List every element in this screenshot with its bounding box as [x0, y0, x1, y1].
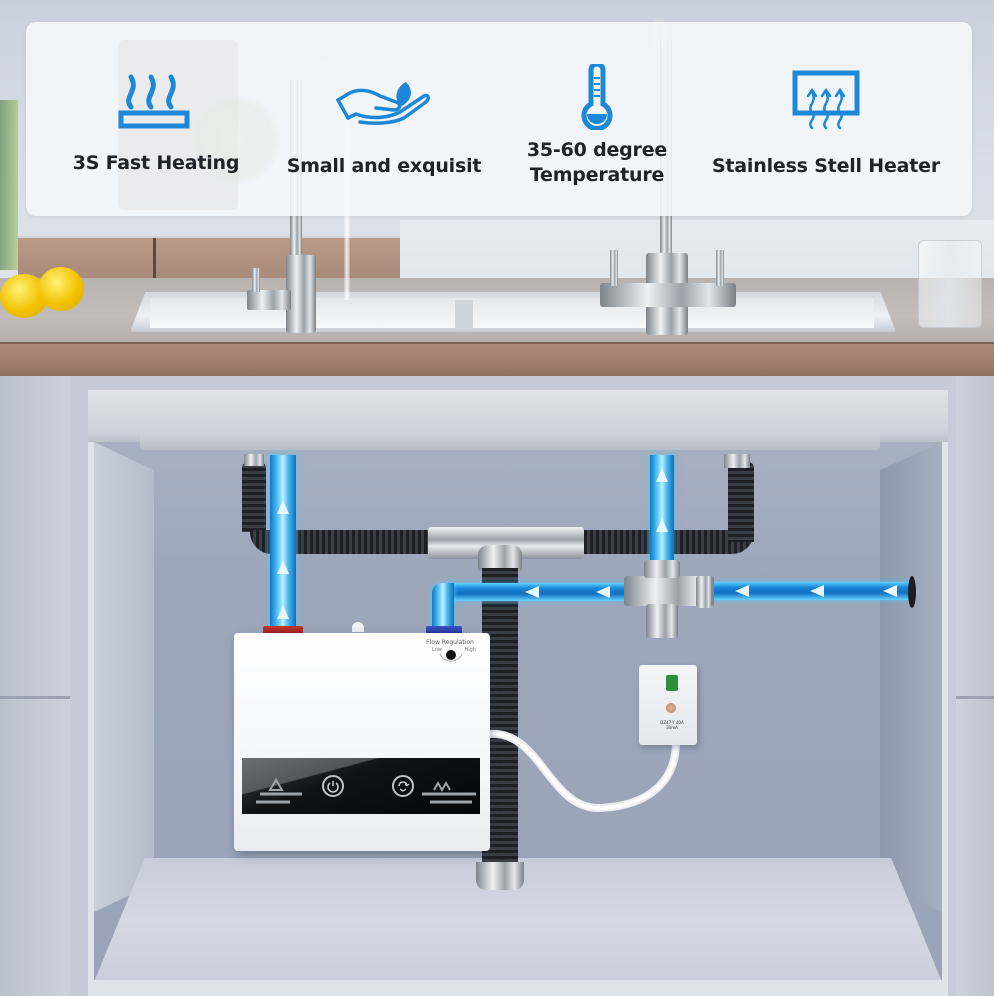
cabinet-door-left	[0, 376, 70, 996]
leakage-protection-socket: DZ47-Y 40A 30mA	[639, 665, 697, 745]
flow-arrow-left	[525, 586, 539, 598]
feature-label-line1: 35-60 degree	[526, 139, 668, 161]
flow-arrow-left	[596, 586, 610, 598]
flow-arrow-up	[277, 500, 289, 514]
drain-hose-right-vertical	[728, 462, 754, 542]
water-level-indicator-icon	[422, 780, 476, 804]
socket-switch[interactable]	[666, 675, 678, 691]
sink-divider	[455, 300, 473, 330]
feature-temperature: 35-60 degree Temperature	[522, 22, 672, 216]
cycle-icon	[398, 781, 410, 792]
power-icon	[327, 781, 339, 793]
faucet-left-lever	[252, 268, 260, 292]
faucet-right-crossbar	[600, 283, 736, 307]
socket-test-button[interactable]	[666, 703, 676, 713]
feature-label: 3S Fast Heating	[72, 152, 240, 174]
cold-water-elbow	[432, 583, 454, 635]
mode-button[interactable]	[392, 775, 414, 797]
flow-dial-arc	[439, 653, 463, 662]
drain-floor-collar	[476, 862, 524, 890]
countertop-edge	[0, 342, 994, 378]
flow-high-label: High	[464, 647, 477, 653]
sink-underside	[140, 432, 880, 450]
angle-valve-nut-bottom	[646, 604, 678, 638]
cabinet-bottom-rail	[88, 980, 948, 996]
thermometer-icon	[581, 64, 613, 130]
socket-rating-label: DZ47-Y 40A 30mA	[660, 720, 684, 730]
flow-arrow-up	[656, 468, 668, 482]
flow-arrow-up	[656, 518, 668, 532]
cabinet-door-right	[956, 376, 994, 996]
feature-stainless-heater: Stainless Stell Heater	[706, 22, 946, 216]
control-panel	[242, 758, 480, 814]
power-cable	[486, 729, 680, 813]
feature-label-line2: Temperature	[529, 164, 665, 186]
faucet-right-lever-right	[716, 250, 724, 286]
lemon	[38, 267, 84, 311]
wood-shelf	[18, 236, 400, 282]
feature-fast-heating: 3S Fast Heating	[66, 22, 246, 216]
angle-valve-nut-top	[644, 560, 680, 578]
feature-label: Stainless Stell Heater	[711, 155, 941, 177]
flow-arrow-up	[277, 605, 289, 619]
flow-arrow-left	[810, 585, 824, 597]
cabinet-inner-wall-left	[94, 442, 154, 912]
feature-banner: 3S Fast Heating Small and exquisit 35-60…	[26, 22, 972, 216]
bottle	[0, 100, 18, 270]
power-button[interactable]	[322, 775, 344, 797]
feature-label: Small and exquisit	[286, 155, 482, 177]
drain-hose-left-vertical	[242, 462, 266, 532]
cabinet-inner-wall-right	[880, 442, 942, 912]
hot-outlet-cap	[263, 626, 303, 635]
water-heater-unit: Flow Regulation Low High	[234, 633, 490, 851]
flow-regulation-knob[interactable]	[446, 650, 456, 660]
angle-valve-nut-right	[696, 576, 712, 608]
wall-inlet	[908, 576, 916, 608]
flow-arrow-left	[883, 585, 897, 597]
flow-regulation-label: Flow Regulation	[426, 639, 474, 646]
hand-leaf-icon	[336, 82, 430, 125]
feature-small-exquisit: Small and exquisit	[282, 22, 486, 216]
drain-tee-outlet	[478, 545, 522, 571]
flow-low-label: Low	[432, 647, 442, 653]
drain-collar-left	[244, 454, 264, 466]
temperature-indicator-icon	[256, 778, 302, 804]
faucet-left-handle	[247, 290, 291, 310]
faucet-left-base	[286, 255, 316, 333]
mounting-hook	[352, 622, 364, 632]
cold-inlet-cap	[426, 626, 462, 635]
heater-element-icon	[792, 70, 860, 130]
heat-waves-icon	[118, 74, 190, 129]
drain-collar-right	[724, 454, 750, 468]
drinking-glass	[918, 240, 982, 328]
flow-arrow-up	[277, 560, 289, 574]
faucet-right-lever-left	[610, 250, 618, 286]
flow-arrow-left	[735, 585, 749, 597]
